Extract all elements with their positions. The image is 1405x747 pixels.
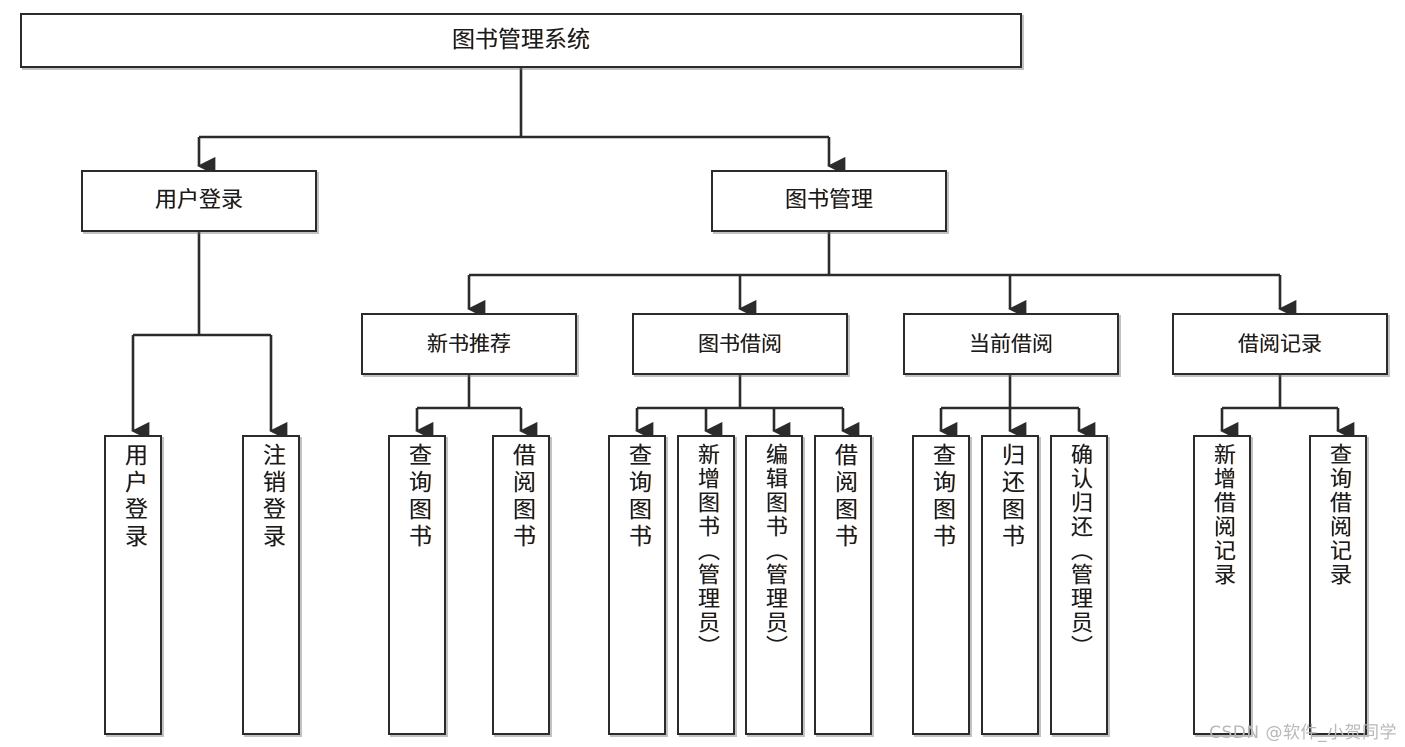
node-user-login[interactable]: 用户登录: [81, 170, 317, 232]
node-current-borrow[interactable]: 当前借阅: [903, 313, 1119, 375]
leaf-return-book-label: 归还图书: [997, 443, 1024, 551]
leaf-add-record[interactable]: 新增借阅记录: [1193, 435, 1251, 735]
leaf-user-login-label: 用户登录: [120, 443, 147, 551]
leaf-query-book-3[interactable]: 查询图书: [912, 435, 970, 735]
leaf-borrow-book-1[interactable]: 借阅图书: [492, 435, 550, 735]
node-root[interactable]: 图书管理系统: [20, 13, 1022, 68]
node-book-borrow-label: 图书借阅: [698, 331, 782, 356]
node-book-borrow[interactable]: 图书借阅: [632, 313, 848, 375]
leaf-query-record[interactable]: 查询借阅记录: [1309, 435, 1367, 735]
leaf-confirm-return-label: 确认归还（管理员）: [1067, 443, 1092, 659]
leaf-query-book-2-label: 查询图书: [624, 443, 651, 551]
node-borrow-record[interactable]: 借阅记录: [1172, 313, 1388, 375]
node-book-manage-label: 图书管理: [784, 188, 873, 214]
node-new-book-rec-label: 新书推荐: [427, 331, 511, 356]
leaf-query-book-1-label: 查询图书: [404, 443, 431, 551]
leaf-edit-book-label: 编辑图书（管理员）: [762, 443, 787, 659]
leaf-query-book-1[interactable]: 查询图书: [388, 435, 446, 735]
leaf-confirm-return[interactable]: 确认归还（管理员）: [1050, 435, 1108, 735]
node-book-manage[interactable]: 图书管理: [711, 170, 947, 232]
leaf-logout-label: 注销登录: [258, 443, 285, 551]
node-new-book-rec[interactable]: 新书推荐: [361, 313, 577, 375]
node-borrow-record-label: 借阅记录: [1238, 331, 1322, 356]
leaf-add-book-label: 新增图书（管理员）: [694, 443, 719, 659]
leaf-edit-book[interactable]: 编辑图书（管理员）: [745, 435, 803, 735]
node-user-login-label: 用户登录: [154, 188, 243, 214]
leaf-return-book[interactable]: 归还图书: [981, 435, 1039, 735]
leaf-logout[interactable]: 注销登录: [242, 435, 300, 735]
leaf-add-record-label: 新增借阅记录: [1210, 443, 1235, 587]
leaf-borrow-book-1-label: 借阅图书: [508, 443, 535, 551]
leaf-add-book[interactable]: 新增图书（管理员）: [677, 435, 735, 735]
leaf-query-book-3-label: 查询图书: [928, 443, 955, 551]
leaf-query-record-label: 查询借阅记录: [1326, 443, 1351, 587]
csdn-watermark: CSDN @软件_小贺同学: [1209, 723, 1397, 743]
node-current-borrow-label: 当前借阅: [969, 331, 1053, 356]
node-root-label: 图书管理系统: [452, 27, 590, 54]
leaf-query-book-2[interactable]: 查询图书: [608, 435, 666, 735]
leaf-borrow-book-2-label: 借阅图书: [830, 443, 857, 551]
leaf-borrow-book-2[interactable]: 借阅图书: [814, 435, 872, 735]
leaf-user-login[interactable]: 用户登录: [104, 435, 162, 735]
